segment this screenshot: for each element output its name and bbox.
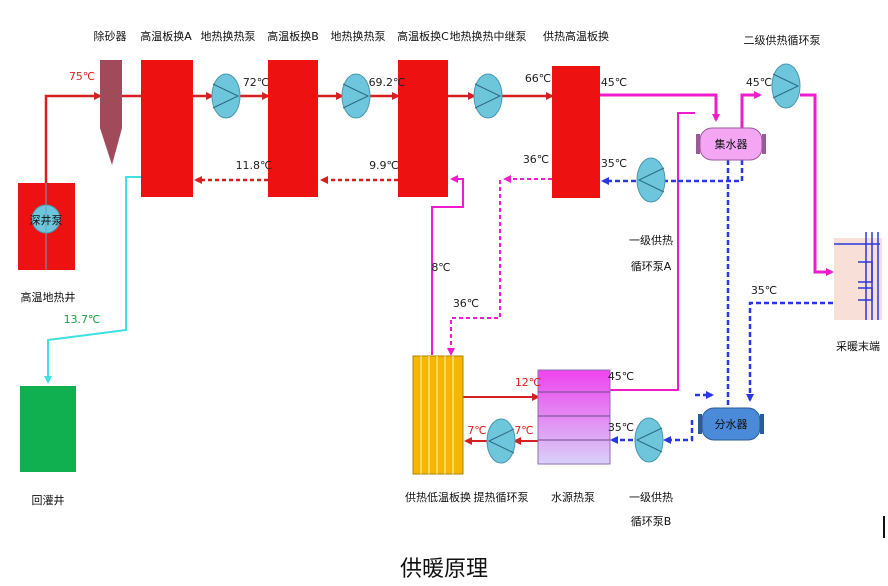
temp-return-b: 11.8℃	[236, 159, 273, 172]
pipe-collector-to-pump2	[740, 91, 762, 128]
distributor-label: 分水器	[715, 418, 748, 431]
pump-primary-a-label-2: 循环泵A	[631, 260, 672, 273]
pump-primary-b-label-2: 循环泵B	[631, 515, 672, 528]
pump-geo-1-label: 地热换热泵	[201, 29, 256, 43]
plate-hx-c	[398, 60, 448, 197]
pump-primary-b-icon	[634, 417, 664, 463]
temp-reinject: 13.7℃	[64, 313, 101, 326]
plate-hx-a-label: 高温板换A	[140, 29, 192, 43]
reinjection-well-box	[20, 386, 76, 472]
pump-lift-icon	[486, 418, 516, 464]
pump-lift-label: 提热循环泵	[474, 491, 529, 504]
pump-geo-2-icon	[341, 73, 371, 119]
heating-terminal-icon	[834, 232, 882, 320]
pipe-pump2-to-terminal	[800, 93, 834, 276]
pipe-dashed-36-down	[447, 180, 501, 356]
heating-terminal-label: 采暖末端	[836, 339, 880, 353]
pipe-blue-dist-to-pumpb	[663, 420, 694, 444]
temp-36-mid: 36℃	[453, 297, 479, 310]
temp-hxa-out: 72℃	[243, 76, 269, 89]
pump-primary-a-icon	[636, 157, 666, 203]
temp-35-terminal: 35℃	[751, 284, 777, 297]
pipe-hot-well-to-sand	[44, 92, 102, 185]
pump-relay-label: 地热换热中继泵	[450, 29, 527, 43]
pipe-blue-terminal-return	[746, 301, 833, 402]
collector-label: 集水器	[715, 137, 748, 151]
pump-secondary-icon	[771, 63, 801, 109]
temp-7-right: 7℃	[514, 424, 533, 437]
heat-pump-label: 水源热泵	[551, 490, 595, 504]
diagram-caption: 供暖原理	[400, 557, 488, 582]
temp-return-35-top: 35℃	[601, 157, 627, 170]
pump-primary-b-label-1: 一级供热	[629, 490, 673, 504]
pipe-supply-to-collector	[600, 93, 720, 122]
temp-hxb-out: 69.2℃	[369, 76, 406, 89]
distributor-vessel	[698, 407, 764, 441]
pump-secondary-label: 二级供热循环泵	[744, 33, 821, 47]
temp-low-12: 12℃	[515, 376, 541, 389]
pump-geo-1-icon	[211, 73, 241, 119]
pump-geo-2-label: 地热换热泵	[331, 29, 386, 43]
supply-plate-hx-label: 供热高温板换	[543, 29, 609, 43]
temp-supply-out: 45℃	[601, 76, 627, 89]
temp-secondary-in: 45℃	[746, 76, 772, 89]
temp-well-out: 75℃	[69, 70, 95, 83]
heat-pump-unit	[537, 369, 611, 465]
sand-remover-icon	[100, 60, 122, 165]
low-temp-hx-label: 供热低温板换	[405, 490, 471, 504]
temp-return-c: 9.9℃	[369, 159, 399, 172]
temp-hp-35: 35℃	[608, 421, 634, 434]
temp-hxc-out: 66℃	[525, 72, 551, 85]
pipes	[44, 91, 834, 445]
geothermal-well-label: 高温地热井	[21, 290, 76, 304]
pump-primary-a-label-1: 一级供热	[629, 233, 673, 247]
pipe-blue-top-loop	[676, 160, 744, 183]
pump-relay-icon	[473, 73, 503, 119]
supply-plate-hx	[552, 66, 600, 198]
plate-hx-a	[141, 60, 193, 197]
plate-hx-b-label: 高温板换B	[267, 29, 319, 43]
plate-hx-c-label: 高温板换C	[397, 29, 449, 43]
temp-low-8: 8℃	[431, 261, 450, 274]
temp-7-left: 7℃	[467, 424, 486, 437]
sand-remover-label: 除砂器	[94, 29, 127, 43]
plate-hx-b	[268, 60, 318, 197]
low-temp-plate-hx	[412, 355, 464, 475]
deep-well-pump-label: 深井泵	[30, 213, 63, 227]
temp-hp-45: 45℃	[608, 370, 634, 383]
pipe-hp-to-collector	[610, 112, 695, 391]
temp-return-36-top: 36℃	[523, 153, 549, 166]
pipe-low-to-hxc	[431, 175, 464, 355]
reinjection-well-label: 回灌井	[32, 493, 65, 507]
pipe-reinjection	[44, 176, 141, 384]
collector-vessel	[696, 127, 766, 161]
